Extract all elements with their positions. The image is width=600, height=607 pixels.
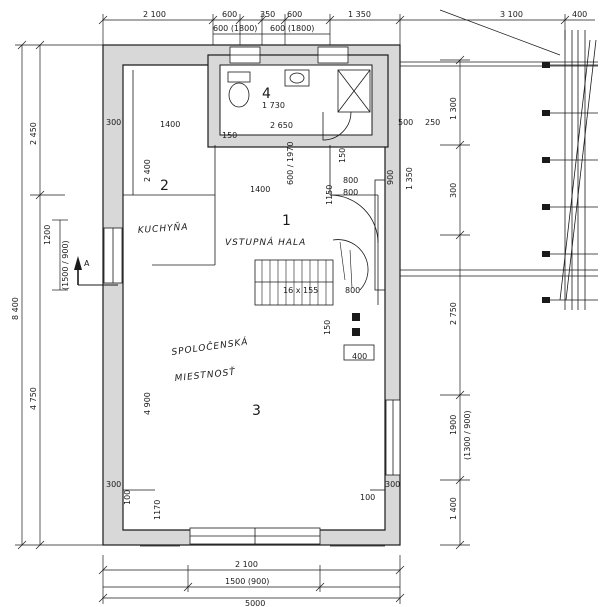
dim-in-1400a: 1400 bbox=[160, 120, 180, 129]
dim-in-1730: 1 730 bbox=[262, 101, 285, 110]
dim-in-100a: 100 bbox=[123, 490, 132, 505]
dimension-labels: 2 100 600 350 600 1 350 600 (1800) 600 (… bbox=[11, 10, 587, 607]
dim-right-1900: 1900 bbox=[449, 415, 458, 435]
outer-walls bbox=[102, 44, 401, 546]
dim-left-upper: 2 450 bbox=[29, 122, 38, 145]
dim-in-300b: 300 bbox=[106, 480, 121, 489]
window-left bbox=[103, 227, 123, 284]
dim-in-300a: 300 bbox=[106, 118, 121, 127]
dim-in-2650: 2 650 bbox=[270, 121, 293, 130]
room-number-living: 3 bbox=[252, 403, 261, 419]
dim-right-300: 300 bbox=[449, 183, 458, 198]
dim-left-window-sub: (1500 / 900) bbox=[61, 240, 70, 290]
dim-right-2750: 2 750 bbox=[449, 302, 458, 325]
dim-right-window-sub: (1300 / 900) bbox=[463, 410, 472, 460]
shower-icon bbox=[337, 69, 371, 113]
pergola-beams bbox=[542, 62, 598, 303]
dim-top-window1: 600 (1800) bbox=[213, 24, 257, 33]
dim-top-600a: 600 bbox=[222, 10, 237, 19]
dim-in-1150: 1150 bbox=[325, 185, 334, 205]
dim-bottom-total: 5000 bbox=[245, 599, 265, 607]
dim-left-window: 1200 bbox=[43, 225, 52, 245]
dim-in-300c: 300 bbox=[385, 480, 400, 489]
room-number-bathroom: 4 bbox=[262, 86, 271, 102]
dim-in-stairs: 16 x 155 bbox=[283, 286, 318, 295]
dim-bottom-2100: 2 100 bbox=[235, 560, 258, 569]
dim-in-900: 900 bbox=[386, 170, 395, 185]
window-bottom bbox=[189, 527, 321, 545]
dim-left-lower: 4 750 bbox=[29, 387, 38, 410]
dim-top-left: 2 100 bbox=[143, 10, 166, 19]
dim-in-150c: 150 bbox=[323, 320, 332, 335]
dim-in-800c: 800 bbox=[345, 286, 360, 295]
dim-left-total: 8 400 bbox=[11, 297, 20, 320]
sink-icon bbox=[284, 69, 310, 87]
windows bbox=[103, 46, 401, 545]
dim-in-250: 250 bbox=[425, 118, 440, 127]
dim-in-400: 400 bbox=[352, 352, 367, 361]
dimension-lines bbox=[15, 9, 595, 604]
pergola bbox=[400, 30, 598, 310]
room-name-kitchen: KUCHYŇA bbox=[137, 220, 188, 236]
interior bbox=[123, 69, 386, 547]
toilet-icon bbox=[227, 71, 251, 108]
dim-in-170: 1170 bbox=[153, 500, 162, 520]
dim-right-1350: 1 350 bbox=[405, 167, 414, 190]
dim-right-1400: 1 400 bbox=[449, 497, 458, 520]
dim-right-1300: 1 300 bbox=[449, 97, 458, 120]
dim-top-right-3100: 3 100 bbox=[500, 10, 523, 19]
dim-in-800a: 800 bbox=[343, 176, 358, 185]
room-number-hall: 1 bbox=[282, 213, 291, 229]
dim-in-500: 500 bbox=[398, 118, 413, 127]
dim-in-1400b: 1400 bbox=[250, 185, 270, 194]
dim-in-800b: 800 bbox=[343, 188, 358, 197]
section-marker: A bbox=[74, 256, 118, 286]
dim-top-350: 350 bbox=[260, 10, 275, 19]
dim-top-600b: 600 bbox=[287, 10, 302, 19]
room-number-kitchen: 2 bbox=[160, 178, 169, 194]
staircase bbox=[254, 239, 369, 306]
dim-in-150b: 150 bbox=[338, 148, 347, 163]
dim-in-2400: 2 400 bbox=[143, 159, 152, 182]
window-top-left bbox=[229, 46, 261, 64]
dim-top-right-400: 400 bbox=[572, 10, 587, 19]
dim-top-window2: 600 (1800) bbox=[270, 24, 314, 33]
dim-in-600-1970: 600 / 1970 bbox=[286, 142, 295, 185]
section-marker-label: A bbox=[84, 259, 90, 268]
room-name-hall: VSTUPNÁ HALA bbox=[225, 236, 306, 248]
dim-top-1350: 1 350 bbox=[348, 10, 371, 19]
dim-bottom-window: 1500 (900) bbox=[225, 577, 269, 586]
dim-in-150a: 150 bbox=[222, 131, 237, 140]
window-right bbox=[385, 399, 401, 476]
window-top-right bbox=[317, 46, 349, 64]
dim-in-100b: 100 bbox=[360, 493, 375, 502]
dim-in-4900: 4 900 bbox=[143, 392, 152, 415]
